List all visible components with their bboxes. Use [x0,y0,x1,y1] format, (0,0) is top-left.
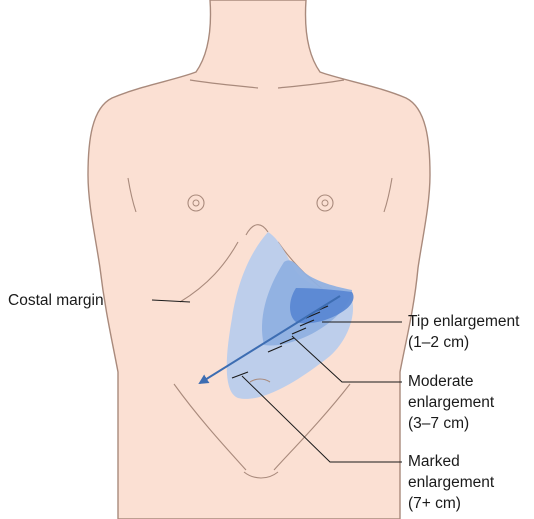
moderate-enlargement-line1: Moderate [408,371,494,392]
marked-enlargement-label: Marked enlargement (7+ cm) [408,451,494,514]
marked-enlargement-line1: Marked [408,451,494,472]
moderate-enlargement-line3: (3–7 cm) [408,413,494,434]
tip-enlargement-line2: (1–2 cm) [408,332,519,353]
marked-enlargement-line2: enlargement [408,472,494,493]
tip-enlargement-label: Tip enlargement (1–2 cm) [408,311,519,353]
costal-margin-label: Costal margin [8,290,104,311]
marked-enlargement-line3: (7+ cm) [408,493,494,514]
moderate-enlargement-line2: enlargement [408,392,494,413]
tip-enlargement-line1: Tip enlargement [408,311,519,332]
moderate-enlargement-label: Moderate enlargement (3–7 cm) [408,371,494,434]
